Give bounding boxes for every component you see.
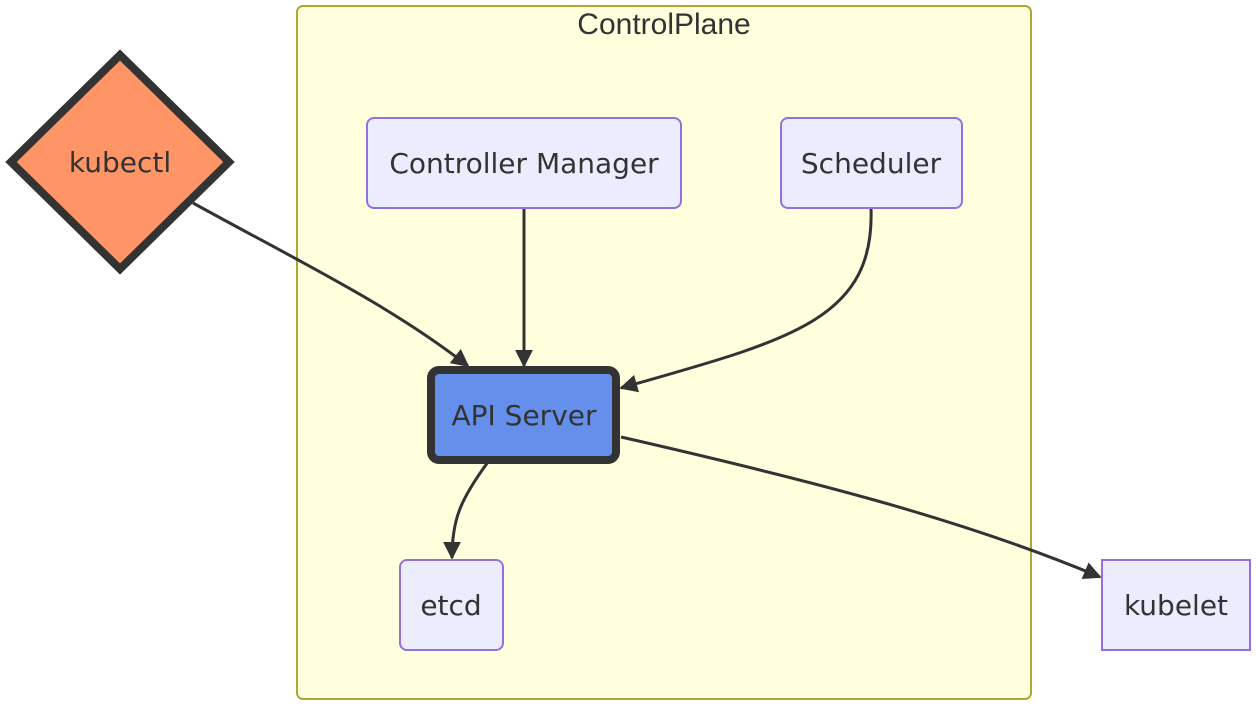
node-kubelet: kubelet (1101, 559, 1251, 651)
cluster-controlplane-label: ControlPlane (577, 8, 750, 41)
node-scheduler-label: Scheduler (801, 147, 942, 180)
node-api-server-label: API Server (451, 399, 597, 432)
edges (192, 201, 1102, 580)
node-controller-manager: Controller Manager (366, 117, 682, 209)
node-kubectl-shape (5, 49, 235, 275)
node-api-server: API Server (427, 366, 620, 464)
node-scheduler: Scheduler (780, 117, 963, 209)
edge-kubectl-to-api-server (192, 201, 470, 368)
node-kubectl-label: kubectl (69, 146, 171, 179)
node-etcd: etcd (399, 559, 504, 651)
node-controller-manager-box (366, 117, 682, 209)
node-controller-manager-label: Controller Manager (389, 147, 659, 180)
node-kubectl: kubectl (5, 49, 235, 275)
node-etcd-label: etcd (420, 589, 481, 622)
edge-api-server-to-etcd (443, 461, 490, 560)
node-api-server-box (427, 366, 620, 464)
node-scheduler-box (780, 117, 963, 209)
edge-scheduler-to-api-server (619, 207, 873, 393)
node-etcd-box (399, 559, 504, 651)
edge-api-server-to-kubelet (620, 435, 1102, 580)
node-kubelet-label: kubelet (1124, 589, 1228, 622)
node-kubelet-box (1101, 559, 1251, 651)
